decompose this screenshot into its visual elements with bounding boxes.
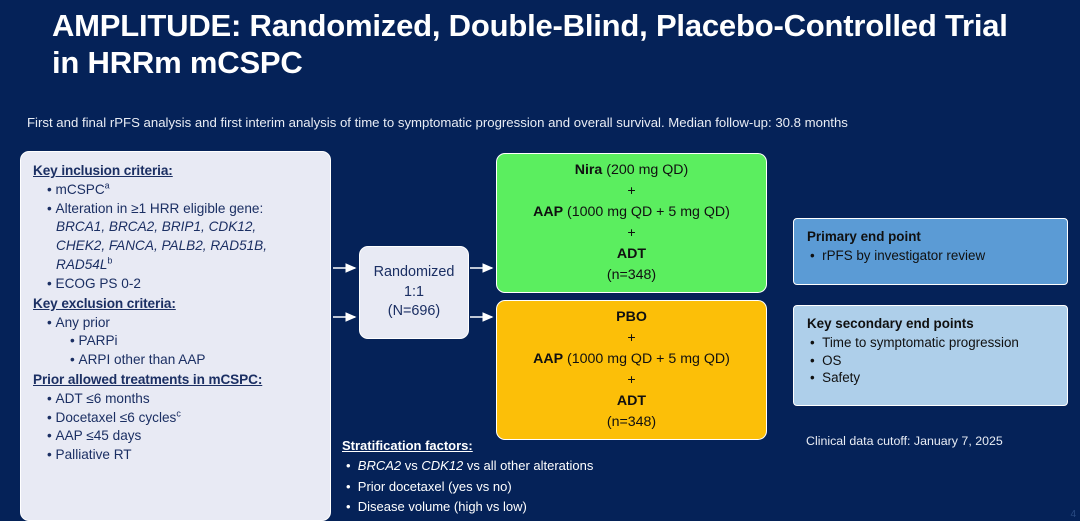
gene-list-line-3: RAD54Lb bbox=[56, 256, 320, 275]
primary-endpoint-box: Primary end point • rPFS by investigator… bbox=[793, 218, 1068, 285]
experimental-drug-3-name: ADT bbox=[616, 245, 647, 262]
inclusion-item-hrr-gene: • Alteration in ≥1 HRR eligible gene: bbox=[47, 200, 264, 216]
control-drug-1: PBO bbox=[616, 307, 647, 328]
footnote-marker-b: b bbox=[107, 255, 113, 266]
treatment-arm-control: PBO + AAP (1000 mg QD + 5 mg QD) + ADT (… bbox=[496, 300, 767, 440]
experimental-plus-2: + bbox=[627, 225, 636, 241]
experimental-drug-1: Nira (200 mg QD) bbox=[575, 160, 689, 181]
inclusion-item-mcspc: • mCSPCa bbox=[47, 180, 110, 197]
stratification-gene-cdk12: CDK12 bbox=[421, 458, 464, 474]
prior-item-aap-label: AAP ≤45 days bbox=[55, 428, 142, 444]
stratification-item-docetaxel-label: Prior docetaxel (yes vs no) bbox=[357, 478, 512, 494]
prior-item-docetaxel-label: Docetaxel ≤6 cycles bbox=[55, 409, 177, 425]
randomization-ratio: 1:1 bbox=[403, 283, 424, 300]
randomization-box: Randomized 1:1 (N=696) bbox=[359, 246, 469, 339]
control-plus-1: + bbox=[627, 330, 636, 347]
gene-list-line-3-text: RAD54L bbox=[56, 257, 108, 273]
control-drug-3-name: ADT bbox=[616, 392, 647, 409]
exclusion-item-any-prior-label: Any prior bbox=[55, 314, 110, 330]
primary-endpoint-item-label: rPFS by investigator review bbox=[822, 247, 986, 263]
secondary-endpoint-item-safety: • Safety bbox=[810, 370, 861, 386]
randomization-total-n: (N=696) bbox=[387, 303, 441, 320]
prior-item-aap: • AAP ≤45 days bbox=[47, 428, 142, 444]
secondary-endpoint-item-os: • OS bbox=[810, 352, 842, 368]
prior-item-adt-label: ADT ≤6 months bbox=[55, 390, 150, 406]
experimental-enrollment: (n=348) bbox=[606, 266, 657, 283]
exclusion-subitem-parpi: • PARPi bbox=[70, 333, 118, 349]
stratification-factors: Stratification factors: • BRCA2 vs CDK12… bbox=[342, 436, 702, 517]
prior-item-docetaxel: • Docetaxel ≤6 cyclesc bbox=[47, 408, 181, 425]
experimental-drug-1-name: Nira bbox=[574, 162, 603, 179]
page-title: AMPLITUDE: Randomized, Double-Blind, Pla… bbox=[52, 8, 1008, 80]
stratification-title: Stratification factors: bbox=[342, 438, 473, 453]
gene-list-line-2-text: CHEK2, FANCA, PALB2, RAD51B, bbox=[56, 238, 268, 254]
control-drug-2-name: AAP bbox=[533, 351, 564, 368]
secondary-endpoint-item-safety-label: Safety bbox=[822, 370, 861, 386]
experimental-drug-1-dose: (200 mg QD) bbox=[602, 162, 689, 179]
control-drug-2: AAP (1000 mg QD + 5 mg QD) bbox=[533, 349, 730, 370]
secondary-endpoints-box: Key secondary end points • Time to sympt… bbox=[793, 305, 1068, 406]
stratification-item-disease-volume-label: Disease volume (high vs low) bbox=[357, 498, 527, 514]
exclusion-subitem-arpi: • ARPI other than AAP bbox=[70, 352, 206, 368]
randomization-label: Randomized bbox=[373, 264, 455, 281]
data-cutoff-note: Clinical data cutoff: January 7, 2025 bbox=[806, 434, 1003, 448]
stratification-item-docetaxel: • Prior docetaxel (yes vs no) bbox=[346, 478, 512, 494]
experimental-plus-1: + bbox=[627, 183, 636, 200]
page-subtitle: First and final rPFS analysis and first … bbox=[27, 115, 848, 130]
stratification-gene-brca2: BRCA2 bbox=[357, 458, 402, 474]
stratification-item-disease-volume: • Disease volume (high vs low) bbox=[346, 498, 527, 514]
inclusion-item-ecog: • ECOG PS 0-2 bbox=[47, 275, 141, 291]
inclusion-item-mcspc-label: mCSPC bbox=[55, 181, 105, 197]
gene-list-line-1: BRCA1, BRCA2, BRIP1, CDK12, bbox=[56, 218, 320, 237]
stratification-item-genes: • BRCA2 vs CDK12 vs all other alteration… bbox=[346, 458, 594, 474]
prior-treatments-heading: Prior allowed treatments in mCSPC: bbox=[33, 371, 263, 387]
secondary-endpoint-item-os-label: OS bbox=[822, 352, 842, 368]
gene-list-line-2: CHEK2, FANCA, PALB2, RAD51B, bbox=[56, 237, 320, 256]
page-number: 4 bbox=[1070, 509, 1076, 520]
control-drug-1-name: PBO bbox=[616, 309, 647, 326]
gene-list-line-1-text: BRCA1, BRCA2, BRIP1, CDK12, bbox=[56, 219, 257, 235]
eligibility-criteria-panel: Key inclusion criteria: • mCSPCa • Alter… bbox=[20, 151, 331, 521]
stratification-item-genes-mid: vs bbox=[401, 458, 422, 474]
footnote-marker-a: a bbox=[104, 180, 110, 191]
control-drug-2-dose: (1000 mg QD + 5 mg QD) bbox=[563, 351, 730, 368]
prior-item-palliative-rt: • Palliative RT bbox=[47, 447, 132, 463]
prior-item-palliative-rt-label: Palliative RT bbox=[55, 447, 132, 463]
exclusion-criteria-heading: Key exclusion criteria: bbox=[33, 295, 176, 311]
treatment-arm-experimental: Nira (200 mg QD) + AAP (1000 mg QD + 5 m… bbox=[496, 153, 767, 293]
secondary-endpoint-item-ttsp: • Time to symptomatic progression bbox=[810, 334, 1019, 350]
control-drug-3: ADT bbox=[617, 391, 646, 412]
prior-item-adt: • ADT ≤6 months bbox=[47, 390, 150, 406]
control-enrollment: (n=348) bbox=[606, 413, 657, 430]
inclusion-item-ecog-label: ECOG PS 0-2 bbox=[55, 275, 141, 291]
exclusion-item-any-prior: • Any prior bbox=[47, 314, 110, 330]
stratification-item-genes-post: vs all other alterations bbox=[463, 458, 594, 474]
exclusion-subitem-arpi-label: ARPI other than AAP bbox=[78, 352, 206, 368]
experimental-drug-2-dose: (1000 mg QD + 5 mg QD) bbox=[563, 204, 730, 221]
primary-endpoint-title: Primary end point bbox=[807, 229, 921, 244]
footnote-marker-c: c bbox=[176, 408, 181, 419]
control-plus-2: + bbox=[627, 372, 636, 388]
exclusion-subitem-parpi-label: PARPi bbox=[78, 333, 118, 349]
experimental-drug-3: ADT bbox=[617, 244, 646, 265]
experimental-drug-2: AAP (1000 mg QD + 5 mg QD) bbox=[533, 202, 730, 223]
primary-endpoint-item: • rPFS by investigator review bbox=[810, 247, 986, 263]
secondary-endpoint-item-ttsp-label: Time to symptomatic progression bbox=[822, 334, 1019, 350]
secondary-endpoints-title: Key secondary end points bbox=[807, 316, 974, 331]
experimental-drug-2-name: AAP bbox=[533, 204, 564, 221]
inclusion-item-hrr-gene-label: Alteration in ≥1 HRR eligible gene: bbox=[55, 200, 264, 216]
inclusion-criteria-heading: Key inclusion criteria: bbox=[33, 163, 173, 178]
